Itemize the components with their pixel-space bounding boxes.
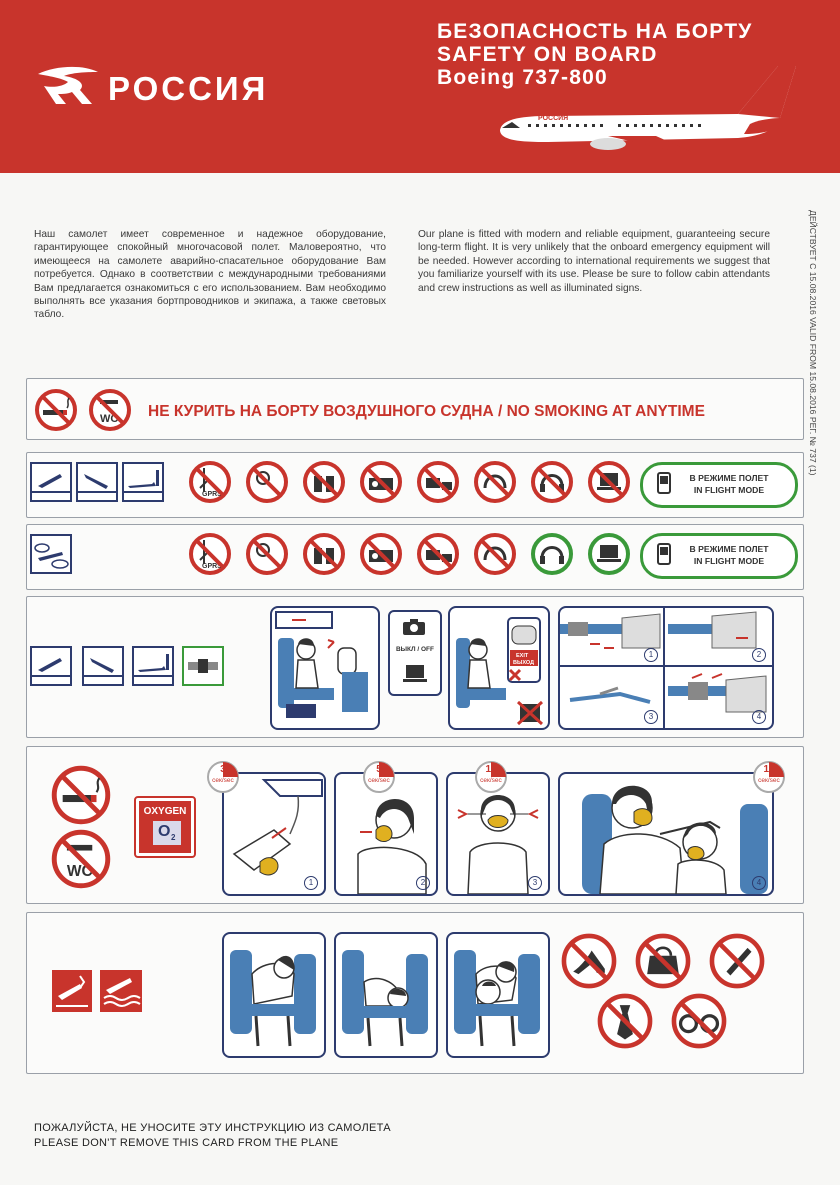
flight-mode-badge-2: В РЕЖИМЕ ПОЛЕТ IN FLIGHT MODE <box>640 533 798 579</box>
brace-position-2-illustration <box>334 932 438 1058</box>
no-tie-icon <box>597 993 653 1049</box>
no-high-heels-icon <box>561 933 617 989</box>
no-walkie-talkie-icon <box>303 461 345 503</box>
no-smoking-wc-icon: WC <box>51 829 111 889</box>
no-bluetooth-gprs-icon: GPRS <box>189 461 231 503</box>
step-number: 3 <box>644 710 658 724</box>
no-selfie-stick-icon <box>246 461 288 503</box>
no-laptop-icon <box>588 461 630 503</box>
no-smoking-panel <box>26 378 804 440</box>
no-smoking-icon <box>51 765 111 825</box>
taxi-phase-icon <box>132 646 174 686</box>
plane-livery-text: РОССИЯ <box>538 115 568 122</box>
footer-en: PLEASE DON'T REMOVE THIS CARD FROM THE P… <box>34 1137 339 1149</box>
no-headphones-icon <box>474 533 516 575</box>
no-radio-icon <box>360 533 402 575</box>
boeing-737-illustration: РОССИЯ <box>500 66 796 152</box>
no-pen-icon <box>709 933 765 989</box>
oxygen-label: OXYGEN <box>143 806 187 817</box>
svg-text:GPRS: GPRS <box>202 563 222 570</box>
footer-ru: ПОЖАЛУЙСТА, НЕ УНОСИТЕ ЭТУ ИНСТРУКЦИЮ ИЗ… <box>34 1122 391 1134</box>
no-handbag-icon <box>635 933 691 989</box>
camera-icon <box>403 619 425 635</box>
step-number: 4 <box>752 710 766 724</box>
step-number: 4 <box>752 876 766 890</box>
no-bluetooth-gprs-icon: GPRS <box>189 533 231 575</box>
no-walkie-talkie-icon <box>303 533 345 575</box>
flight-mode-ru: В РЕЖИМЕ ПОЛЕТ <box>689 473 769 483</box>
o2-label: O <box>158 823 171 840</box>
brace-position-3-illustration <box>446 932 550 1058</box>
flight-mode-badge-1: В РЕЖИМЕ ПОЛЕТ IN FLIGHT MODE <box>640 462 798 508</box>
flight-mode-ru: В РЕЖИМЕ ПОЛЕТ <box>689 544 769 554</box>
headset-allowed-icon <box>531 533 573 575</box>
timer-badge: 15 сек/sec <box>752 760 786 794</box>
no-headset-icon <box>531 461 573 503</box>
timer-badge: 3 сек/sec <box>206 760 240 794</box>
step-number: 2 <box>752 648 766 662</box>
card-header: РОССИЯ БЕЗОПАСНОСТЬ НА БОРТУ SAFETY ON B… <box>0 0 840 173</box>
oxygen-sign: OXYGEN O 2 <box>134 796 196 858</box>
timer-badge: 10 сек/sec <box>474 760 508 794</box>
mobile-phone-icon <box>657 472 671 494</box>
no-smoking-wc-icon: WC <box>89 389 131 431</box>
exit-ru-label: ВЫХОД <box>513 660 534 666</box>
title-en: SAFETY ON BOARD <box>437 43 658 66</box>
takeoff-phase-icon <box>30 646 72 686</box>
o2-subscript: 2 <box>171 833 176 842</box>
no-radio-icon <box>360 461 402 503</box>
no-rc-toy-icon <box>417 533 459 575</box>
title-ru: БЕЗОПАСНОСТЬ НА БОРТУ <box>437 20 753 43</box>
emergency-landing-icon <box>52 970 92 1012</box>
seat-upright-illustration <box>270 606 380 730</box>
step-number: 3 <box>528 876 542 890</box>
step-number: 1 <box>304 876 318 890</box>
oxygen-step-4-illustration: 4 <box>558 772 774 896</box>
card-footer: ПОЖАЛУЙСТА, НЕ УНОСИТЕ ЭТУ ИНСТРУКЦИЮ ИЗ… <box>34 1121 391 1151</box>
no-selfie-stick-icon <box>246 533 288 575</box>
landing-phase-icon <box>82 646 124 686</box>
no-glasses-icon <box>671 993 727 1049</box>
exit-en-label: EXIT <box>516 653 529 659</box>
intro-text-en: Our plane is fitted with modern and reli… <box>418 229 770 294</box>
takeoff-phase-icon <box>30 462 72 502</box>
oxygen-step-2-illustration: 2 <box>334 772 438 896</box>
flight-mode-en: IN FLIGHT MODE <box>693 485 765 495</box>
oxygen-step-3-illustration: 3 <box>446 772 550 896</box>
fasten-seatbelt-sign-icon <box>182 646 224 686</box>
timer-badge: 5 сек/sec <box>362 760 396 794</box>
oxygen-step-1-illustration: 1 <box>222 772 326 896</box>
no-headphones-icon <box>474 461 516 503</box>
flight-mode-en: IN FLIGHT MODE <box>693 556 765 566</box>
brace-position-1-illustration <box>222 932 326 1058</box>
step-number: 2 <box>416 876 430 890</box>
off-label: ВЫКЛ / OFF <box>395 646 434 653</box>
cruise-phase-icon <box>30 534 72 574</box>
no-rc-toy-icon <box>417 461 459 503</box>
intro-text-ru: Наш самолет имеет современное и надежное… <box>34 229 386 321</box>
rossiya-logo-icon <box>38 66 98 104</box>
aircraft-model: Boeing 737-800 <box>437 66 608 89</box>
electronics-off-box: ВЫКЛ / OFF <box>388 610 442 696</box>
laptop-icon <box>403 665 427 682</box>
brand-name: РОССИЯ <box>108 70 269 107</box>
no-smoking-text: НЕ КУРИТЬ НА БОРТУ ВОЗДУШНОГО СУДНА / NO… <box>148 403 705 420</box>
water-landing-icon <box>100 970 142 1012</box>
landing-phase-icon <box>76 462 118 502</box>
taxi-phase-icon <box>122 462 164 502</box>
seatbelt-steps-illustration: 1 2 3 4 <box>558 606 774 730</box>
validity-note: ДЕЙСТВУЕТ С 15.08.2016 VALID FROM 15.08.… <box>808 210 818 476</box>
exit-row-illustration: EXIT ВЫХОД <box>448 606 550 730</box>
svg-text:GPRS: GPRS <box>202 491 222 498</box>
mobile-phone-icon <box>657 543 671 565</box>
step-number: 1 <box>644 648 658 662</box>
laptop-allowed-icon <box>588 533 630 575</box>
no-smoking-icon <box>35 389 77 431</box>
